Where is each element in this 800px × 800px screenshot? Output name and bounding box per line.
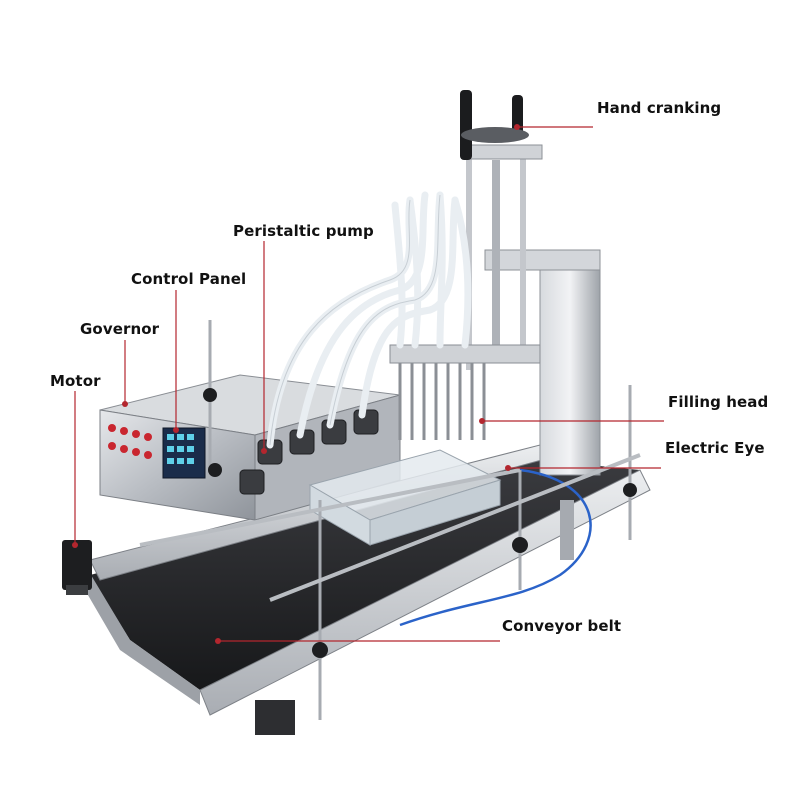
control-panel-keys — [167, 434, 194, 464]
label-motor: Motor — [50, 372, 101, 390]
label-control-panel: Control Panel — [131, 270, 247, 288]
label-electric-eye: Electric Eye — [665, 439, 765, 457]
crank-handle-left — [460, 90, 472, 160]
lead-screw — [492, 160, 500, 350]
filling-nozzles — [398, 363, 486, 440]
filling-column — [389, 90, 601, 476]
conveyor-leg-front — [255, 700, 295, 735]
label-hand-cranking: Hand cranking — [597, 99, 722, 117]
vial-rack-side — [369, 479, 501, 546]
leader-endpoints — [72, 124, 520, 644]
clamp-knobs — [203, 388, 637, 658]
conveyor-rail-front — [199, 469, 651, 716]
column-top-plate — [484, 249, 601, 271]
label-governor: Governor — [80, 320, 160, 338]
leader-lines — [74, 126, 664, 642]
guide-rod-right — [520, 150, 526, 360]
top-bracket — [469, 144, 543, 160]
conveyor-belt-surface — [90, 460, 640, 690]
motor-body — [62, 540, 92, 590]
label-filling-head: Filling head — [668, 393, 769, 411]
motor-cap — [66, 585, 88, 595]
conveyor-end-left — [78, 565, 200, 705]
crank-handle-right — [512, 95, 523, 135]
clamp-posts — [208, 320, 632, 720]
conveyor-leg-mid — [560, 500, 574, 560]
electric-eye-cable — [399, 468, 592, 627]
label-peristaltic-pump: Peristaltic pump — [233, 222, 374, 240]
label-conveyor-belt: Conveyor belt — [502, 617, 622, 635]
tubing-outline — [269, 194, 441, 446]
crank-wheel — [461, 127, 529, 143]
column-main — [539, 249, 601, 476]
guide-bars — [139, 453, 641, 602]
governor-knobs — [108, 424, 152, 459]
